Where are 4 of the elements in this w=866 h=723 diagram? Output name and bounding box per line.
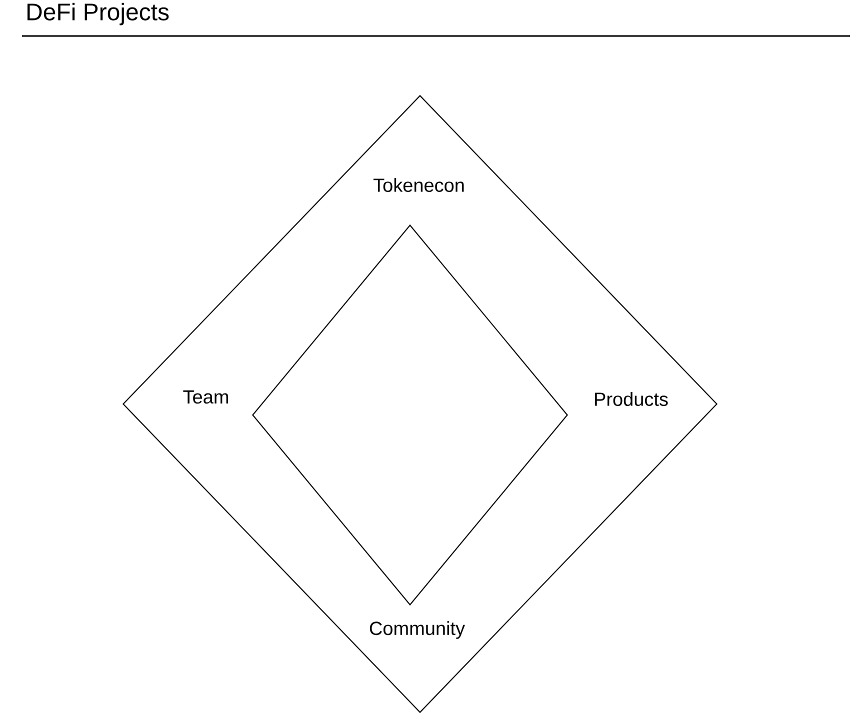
ring-label: Products (595, 392, 668, 406)
title: DeFi Projects (28, 2, 169, 26)
ring-label: Team (183, 390, 228, 404)
ring-label: Tokenecon (373, 178, 464, 192)
